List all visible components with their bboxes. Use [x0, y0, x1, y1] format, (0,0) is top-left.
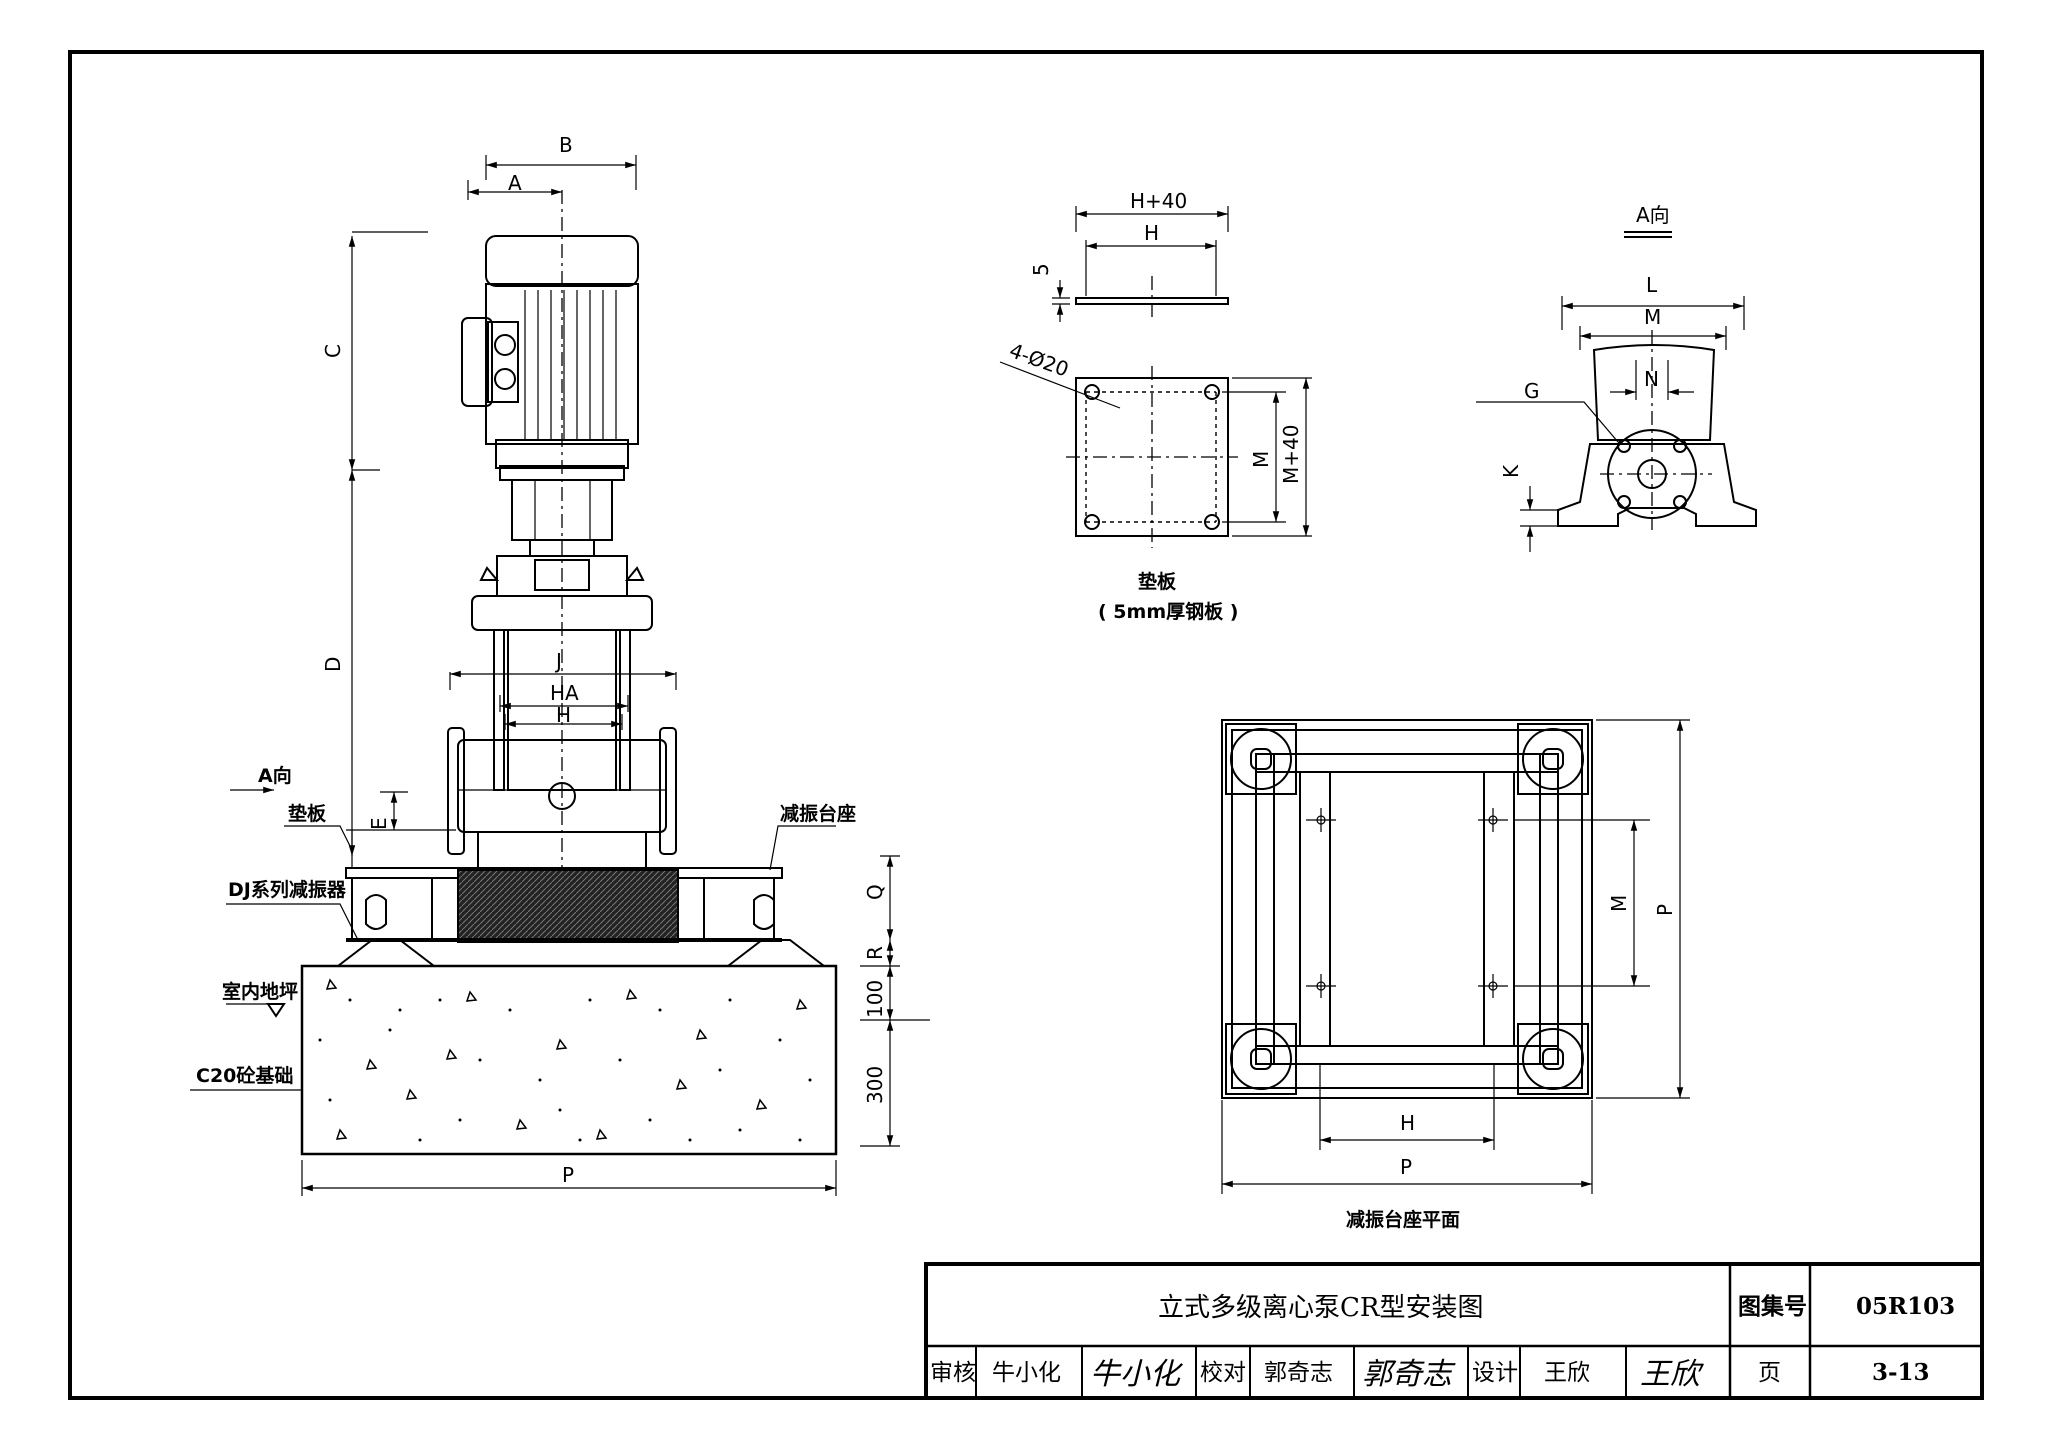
pad-dim-h40: H+40	[1130, 189, 1187, 213]
dim-ha-label: HA	[550, 681, 579, 705]
pad-dim-5: 5	[1029, 263, 1053, 276]
pump-elevation-view: B A C D E J HA H Q R 100 300 P A向 垫板 减振台…	[190, 133, 930, 1196]
review-name: 牛小化	[992, 1360, 1061, 1386]
dj-damper-label: DJ系列减振器	[228, 878, 347, 901]
dim-100-label: 100	[863, 980, 887, 1018]
dim-b-label: B	[559, 133, 573, 157]
check-name: 郭奇志	[1264, 1360, 1333, 1386]
a-view-dim-k: K	[1499, 464, 1523, 478]
a-view-dim-g: G	[1524, 379, 1540, 403]
page-number: 3-13	[1872, 1359, 1930, 1386]
pad-dim-h: H	[1144, 221, 1159, 245]
check-signature: 郭奇志	[1362, 1357, 1456, 1392]
design-name: 王欣	[1544, 1360, 1590, 1386]
dim-300-label: 300	[863, 1066, 887, 1104]
indoor-floor-label: 室内地坪	[222, 980, 298, 1003]
pad-dim-holes: 4-Ø20	[1006, 338, 1072, 381]
pad-label: 垫板	[288, 802, 327, 825]
atlas-number: 05R103	[1856, 1293, 1955, 1320]
base-dim-p-vertical: P	[1653, 904, 1677, 916]
a-view-dim-n: N	[1644, 367, 1659, 391]
damper-base-plan: M P H P 减振台座平面	[1221, 719, 1690, 1231]
design-signature: 王欣	[1640, 1357, 1704, 1392]
dim-d-label: D	[321, 657, 345, 672]
dim-r-label: R	[863, 946, 887, 960]
dim-c-label: C	[321, 344, 345, 358]
pad-caption-sub: ( 5mm厚钢板 )	[1098, 600, 1238, 623]
a-direction-view: A向 L M N G K	[1476, 203, 1757, 552]
damper-base-label: 减振台座	[780, 802, 856, 825]
dim-q-label: Q	[863, 884, 887, 900]
pad-plate-drawing: H+40 H 5 4-Ø20 M M+40 垫板 ( 5mm厚钢板 )	[999, 189, 1312, 623]
design-label: 设计	[1472, 1360, 1518, 1386]
dim-j-label: J	[554, 649, 562, 673]
review-signature: 牛小化	[1090, 1357, 1184, 1392]
drawing-border	[68, 50, 1984, 1400]
a-view-dim-m: M	[1644, 305, 1661, 329]
a-view-dim-l: L	[1646, 273, 1658, 297]
drawing-title: 立式多级离心泵CR型安装图	[1158, 1293, 1483, 1323]
review-label: 审核	[930, 1360, 976, 1386]
base-dim-h: H	[1400, 1111, 1415, 1135]
dim-e-label: E	[367, 817, 391, 830]
pad-caption: 垫板	[1138, 570, 1177, 593]
base-dim-p-horizontal: P	[1400, 1155, 1412, 1179]
a-view-title: A向	[1636, 203, 1670, 227]
check-label: 校对	[1200, 1360, 1246, 1386]
pad-block	[457, 869, 679, 943]
page-label: 页	[1758, 1360, 1781, 1386]
concrete-foundation	[300, 964, 838, 1156]
dim-h-label: H	[556, 703, 571, 727]
base-plan-caption: 减振台座平面	[1346, 1208, 1460, 1231]
dim-a-label: A	[508, 171, 522, 195]
foundation-label: C20砼基础	[196, 1064, 293, 1087]
a-direction-label: A向	[258, 764, 292, 787]
pad-dim-m: M	[1249, 451, 1273, 468]
atlas-number-label: 图集号	[1738, 1293, 1807, 1320]
base-dim-m: M	[1607, 895, 1631, 912]
dim-p-label: P	[562, 1163, 574, 1187]
pad-dim-m40: M+40	[1279, 425, 1303, 484]
title-block: 立式多级离心泵CR型安装图 图集号 05R103 审核 牛小化 牛小化 校对 郭…	[924, 1262, 1984, 1400]
